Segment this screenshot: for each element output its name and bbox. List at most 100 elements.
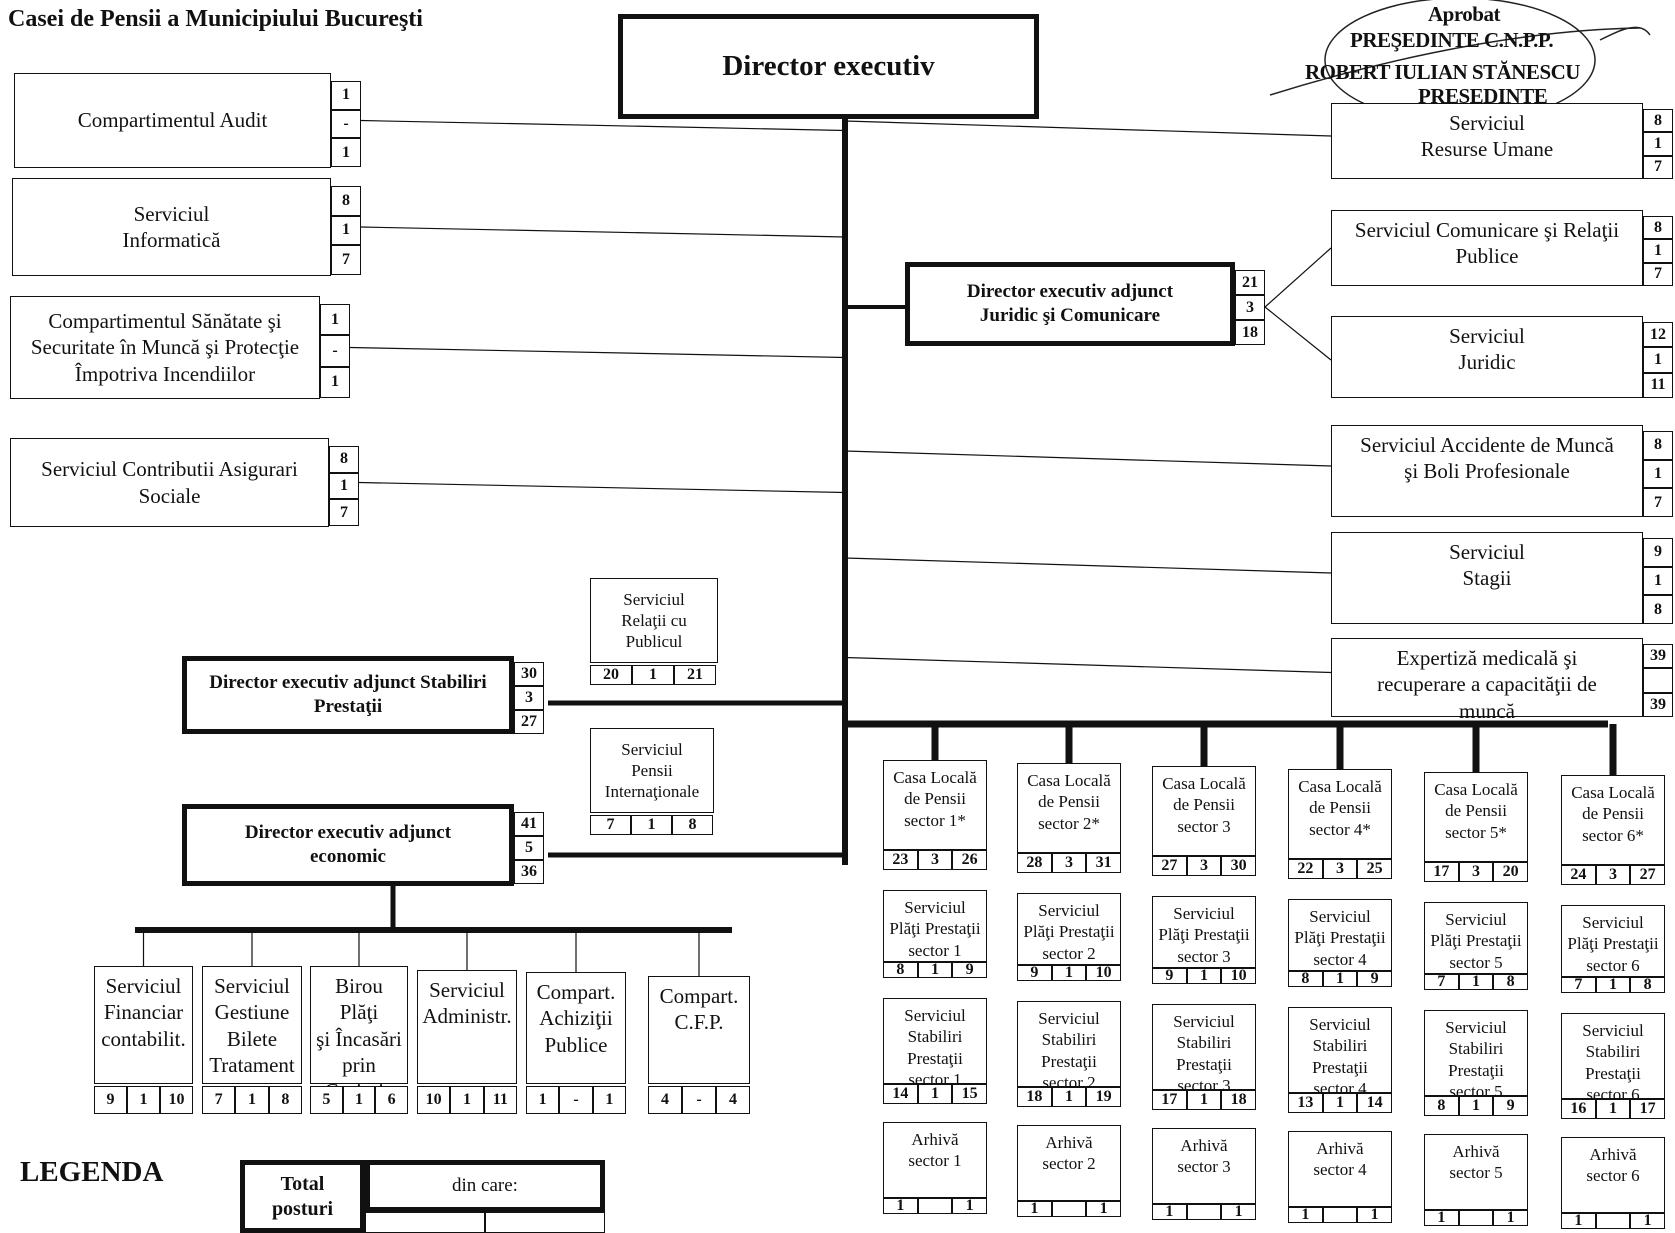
right-unit-4-posts-staff: 8 (1643, 595, 1673, 624)
casa-locala-sector-4: Casa Locală de Pensii sector 4* (1288, 769, 1392, 859)
economic-unit-5: Compart. C.F.P. (648, 976, 750, 1084)
approver-role: PREŞEDINTE C.N.P.P. (1350, 28, 1554, 52)
right-unit-0: Serviciul Resurse Umane (1331, 103, 1643, 179)
arhiva-sector-3-posts-staff: 1 (1221, 1203, 1256, 1220)
link-right-3 (844, 450, 1332, 467)
economic-unit-0-posts-total: 9 (94, 1086, 127, 1114)
stabiliri-prestatii-sector-2-posts-staff: 19 (1086, 1087, 1121, 1107)
economic-unit-1: Serviciul Gestiune Bilete Tratament (202, 966, 302, 1084)
arhiva-sector-6-posts-total: 1 (1561, 1212, 1596, 1229)
left-unit-0-posts-total: 1 (331, 81, 361, 110)
director-executiv-box: Director executiv (618, 14, 1039, 119)
left-unit-3: Serviciul Contributii Asigurari Sociale (10, 438, 329, 527)
arhiva-sector-4-posts-staff: 1 (1357, 1206, 1392, 1223)
deputy-stabiliri-box: Director executiv adjunct Stabiliri Pres… (182, 656, 514, 734)
plati-prestatii-sector-2-posts-staff: 10 (1086, 964, 1121, 981)
plati-prestatii-sector-1-posts-total: 8 (883, 961, 918, 978)
right-unit-3: Serviciul Accidente de Muncă şi Boli Pro… (1331, 425, 1643, 517)
arhiva-sector-1-posts-staff: 1 (952, 1197, 987, 1214)
right-unit-3-posts-managers: 1 (1643, 459, 1673, 489)
plati-prestatii-sector-2-posts-total: 9 (1017, 964, 1052, 981)
right-unit-5-posts-staff: 39 (1643, 692, 1673, 717)
arhiva-sector-2-posts-total: 1 (1017, 1200, 1052, 1217)
stabiliri-prestatii-sector-5-posts-staff: 9 (1493, 1096, 1528, 1116)
stabiliri-unit-0-posts-managers: 1 (632, 665, 674, 685)
economic-unit-4-posts-total: 1 (526, 1086, 560, 1114)
right-unit-5-posts-total: 39 (1643, 644, 1673, 669)
economic-unit-0-posts-staff: 10 (160, 1086, 193, 1114)
right-unit-4: Serviciul Stagii (1331, 532, 1643, 624)
arhiva-sector-1-posts-total: 1 (883, 1197, 918, 1214)
economic-unit-3-posts-total: 10 (417, 1086, 451, 1114)
right-unit-0-posts-total: 8 (1643, 109, 1673, 133)
plati-prestatii-sector-3: Serviciul Plăţi Prestaţii sector 3 (1152, 896, 1256, 968)
right-unit-5-posts-managers (1643, 668, 1673, 693)
plati-prestatii-sector-4-posts-staff: 9 (1357, 970, 1392, 987)
arhiva-sector-6-posts-managers (1595, 1213, 1631, 1229)
stabiliri-unit-1-posts-managers: 1 (631, 815, 672, 835)
plati-prestatii-sector-2: Serviciul Plăţi Prestaţii sector 2 (1017, 893, 1121, 965)
plati-prestatii-sector-4: Serviciul Plăţi Prestaţii sector 4 (1288, 899, 1392, 971)
plati-prestatii-sector-1: Serviciul Plăţi Prestaţii sector 1 (883, 890, 987, 962)
arhiva-sector-3-posts-managers (1186, 1204, 1222, 1220)
deputy-stabiliri-posts-staff: 27 (514, 710, 544, 734)
link-left-0 (360, 119, 846, 132)
casa-locala-sector-5-posts-managers: 3 (1458, 862, 1494, 882)
link-right-5 (844, 656, 1332, 674)
stabiliri-prestatii-sector-1-posts-staff: 15 (952, 1084, 987, 1104)
left-unit-3-posts-staff: 7 (329, 499, 359, 526)
deputy-economic-posts-staff: 36 (514, 860, 544, 884)
arhiva-sector-6: Arhivă sector 6 (1561, 1137, 1665, 1213)
link-left-3 (358, 481, 846, 494)
arhiva-sector-2-posts-staff: 1 (1086, 1200, 1121, 1217)
plati-prestatii-sector-6-posts-managers: 1 (1595, 976, 1631, 993)
document-title: Casei de Pensii a Municipiului Bucureşti (8, 6, 423, 32)
arhiva-sector-5-posts-managers (1458, 1210, 1494, 1226)
left-unit-3-posts-total: 8 (329, 446, 359, 473)
economic-unit-0: Serviciul Financiar contabilit. (94, 966, 193, 1084)
casa-locala-sector-1: Casa Locală de Pensii sector 1* (883, 760, 987, 850)
legend-title: LEGENDA (20, 1156, 164, 1188)
stabiliri-prestatii-sector-6-posts-managers: 1 (1595, 1099, 1631, 1119)
arhiva-sector-3: Arhivă sector 3 (1152, 1128, 1256, 1204)
stabiliri-unit-0-posts-total: 20 (590, 665, 632, 685)
economic-unit-4-posts-staff: 1 (592, 1086, 626, 1114)
economic-unit-1-posts-managers: 1 (235, 1086, 269, 1114)
arhiva-sector-1-posts-managers (917, 1198, 953, 1214)
arhiva-sector-5-posts-total: 1 (1424, 1209, 1459, 1226)
casa-locala-sector-3-posts-total: 27 (1152, 856, 1187, 876)
legend-total-label: Total posturi (240, 1160, 365, 1233)
casa-locala-sector-3-posts-managers: 3 (1186, 856, 1222, 876)
right-unit-4-posts-total: 9 (1643, 538, 1673, 567)
economic-unit-2-posts-total: 5 (310, 1086, 343, 1114)
left-unit-3-posts-managers: 1 (329, 472, 359, 500)
arhiva-sector-2-posts-managers (1051, 1201, 1087, 1217)
deputy-economic-posts-total: 41 (514, 812, 544, 836)
right-unit-1: Serviciul Comunicare şi Relaţii Publice (1331, 210, 1643, 286)
arhiva-sector-1: Arhivă sector 1 (883, 1122, 987, 1198)
casa-locala-sector-4-posts-total: 22 (1288, 859, 1323, 879)
plati-prestatii-sector-1-posts-staff: 9 (952, 961, 987, 978)
stabiliri-unit-1-posts-staff: 8 (672, 815, 713, 835)
right-unit-1-posts-total: 8 (1643, 216, 1673, 240)
deputy-economic-box: Director executiv adjunct economic (182, 804, 514, 886)
right-unit-2-posts-total: 12 (1643, 322, 1673, 348)
arhiva-sector-5-posts-staff: 1 (1493, 1209, 1528, 1226)
stabiliri-unit-0: Serviciul Relaţii cu Publicul (590, 578, 718, 663)
plati-prestatii-sector-1-posts-managers: 1 (917, 961, 953, 978)
link-left-2 (349, 346, 846, 359)
link-juridic-service (1264, 306, 1332, 361)
right-unit-2-posts-staff: 11 (1643, 372, 1673, 398)
stabiliri-prestatii-sector-3-posts-managers: 1 (1186, 1090, 1222, 1110)
stabiliri-prestatii-sector-2-posts-managers: 1 (1051, 1087, 1087, 1107)
legend-of-which: din care: (365, 1160, 605, 1212)
economic-unit-3-posts-staff: 11 (483, 1086, 517, 1114)
right-unit-3-posts-total: 8 (1643, 431, 1673, 460)
plati-prestatii-sector-4-posts-managers: 1 (1322, 970, 1358, 987)
right-unit-2-posts-managers: 1 (1643, 347, 1673, 373)
economic-unit-5-posts-total: 4 (648, 1086, 682, 1114)
economic-unit-2-posts-managers: 1 (342, 1086, 376, 1114)
left-unit-1-posts-managers: 1 (331, 215, 361, 246)
casa-locala-sector-1-posts-managers: 3 (917, 850, 953, 870)
left-unit-0: Compartimentul Audit (14, 73, 331, 168)
